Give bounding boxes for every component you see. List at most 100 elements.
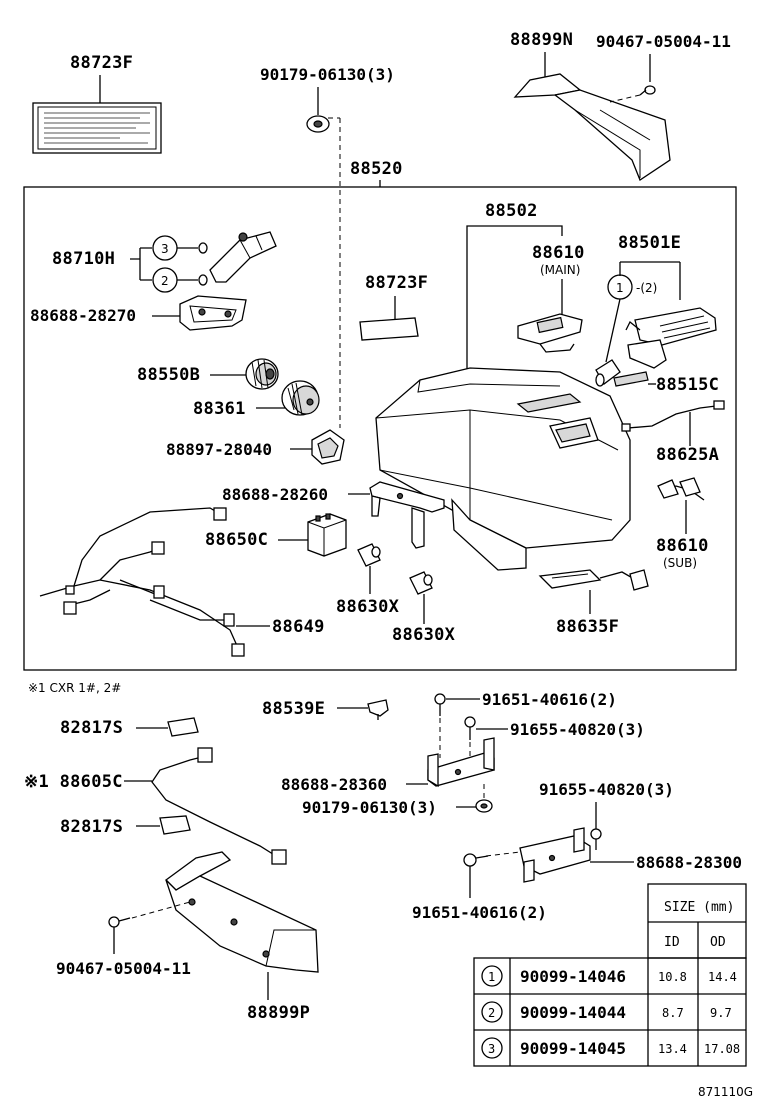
bracket-88635F (538, 569, 649, 591)
table-row-part: 90099-14046 (520, 967, 626, 986)
nut-90179-top (306, 115, 330, 133)
callout-3-88710H: 3 (152, 235, 178, 261)
label-88630X-2: 88630X (392, 625, 456, 645)
table-row-id: 8.7 (662, 1006, 684, 1020)
caution-label-sticker (32, 102, 162, 154)
label-88361: 88361 (193, 399, 246, 419)
wire-harness-88649 (39, 507, 245, 657)
label-91651-a: 91651-40616(2) (482, 690, 617, 709)
relay-88650C (307, 513, 347, 557)
label-90467-bottom: 90467-05004-11 (56, 959, 191, 978)
callout-2-88710H: 2 (152, 267, 178, 293)
callout-1-88501E: 1 (607, 274, 633, 300)
screw-90467-top (639, 85, 656, 96)
label-88515C: 88515C (656, 375, 719, 395)
label-88688-28300: 88688-28300 (636, 853, 742, 872)
assembly-88520-frame (23, 186, 737, 671)
bolt-91651-b (463, 853, 489, 867)
wire-88625A (621, 400, 725, 432)
label-88539E: 88539E (262, 699, 325, 719)
label-88625A: 88625A (656, 445, 719, 465)
label-88501E: 88501E (618, 233, 681, 253)
label-88610-sub: 88610 (656, 536, 709, 556)
table-row: 1 90099-14046 10.8 14.4 (481, 965, 737, 987)
table-row-od: 14.4 (708, 970, 737, 984)
label-88723F-top: 88723F (70, 53, 133, 73)
label-88688-28360: 88688-28360 (281, 775, 387, 794)
label-88723F-mid: 88723F (365, 273, 428, 293)
cover-88899N (513, 73, 671, 181)
table-row-od: 17.08 (704, 1042, 740, 1056)
leader-88502 (466, 225, 563, 371)
note-cxr: ※1 CXR 1#, 2# (28, 681, 121, 695)
label-88501E-qty: -(2) (636, 281, 657, 295)
label-88899N: 88899N (510, 30, 573, 50)
label-91651-b: 91651-40616(2) (412, 903, 547, 922)
bracket-88688-28260 (369, 481, 445, 549)
label-82817S-b: 82817S (60, 817, 123, 837)
label-88630X-1: 88630X (336, 597, 400, 617)
svg-text:1: 1 (616, 281, 624, 295)
label-88605C: ※1 88605C (24, 772, 123, 792)
bracket-88688-28360 (427, 737, 495, 788)
label-88610-main: 88610 (532, 243, 585, 263)
bracket-88501E (625, 307, 717, 369)
switch-88610-main (517, 313, 583, 353)
label-88520: 88520 (350, 159, 403, 179)
tape-82817S-a (167, 717, 199, 737)
table-row: 3 90099-14045 13.4 17.08 (481, 1037, 740, 1059)
label-88710H: 88710H (52, 249, 115, 269)
label-sticker-88723F-mid (359, 317, 419, 341)
connector-88630X-1 (357, 543, 381, 567)
blower-motor-88361 (281, 380, 320, 416)
label-82817S-a: 82817S (60, 718, 123, 738)
bolt-91655-b (590, 828, 602, 850)
table-row-key: 3 (488, 1042, 495, 1056)
table-row-part: 90099-14044 (520, 1003, 626, 1022)
bolt-91651-a (434, 693, 446, 716)
connector-88630X-2 (409, 571, 433, 595)
table-od-header: OD (710, 935, 726, 950)
label-90467-top: 90467-05004-11 (596, 32, 731, 51)
label-91655-b: 91655-40820(3) (539, 780, 674, 799)
clip-88539E (367, 699, 389, 720)
svg-text:2: 2 (161, 274, 169, 288)
label-88550B: 88550B (137, 365, 200, 385)
table-row-od: 9.7 (710, 1006, 732, 1020)
hose-88710H (198, 231, 277, 286)
table-row-part: 90099-14045 (520, 1039, 626, 1058)
bolt-91655-a (464, 716, 476, 740)
label-90179-bottom: 90179-06130(3) (302, 798, 437, 817)
nut-90179-bottom (475, 799, 493, 813)
label-88688-28260: 88688-28260 (222, 485, 328, 504)
table-row-key: 2 (488, 1006, 495, 1020)
cover-88899P (165, 851, 319, 973)
lock-cylinder-88550B (245, 358, 279, 390)
size-table: SIZE (mm) ID OD 1 90099-14046 10.8 14.4 … (473, 883, 747, 1067)
table-row-key: 1 (488, 970, 495, 984)
label-88635F: 88635F (556, 617, 619, 637)
table-row-id: 10.8 (658, 970, 687, 984)
connector-88515C (595, 359, 649, 387)
table-row-id: 13.4 (658, 1042, 687, 1056)
duct-88897-28040 (311, 429, 345, 465)
table-id-header: ID (664, 935, 680, 950)
label-88897-28040: 88897-28040 (166, 440, 272, 459)
table-row: 2 90099-14044 8.7 9.7 (481, 1001, 732, 1023)
bracket-88688-28300 (519, 827, 591, 883)
screw-90467-bottom (108, 916, 131, 928)
switch-88610-sub (657, 477, 705, 501)
label-88610-sub-sub: (SUB) (663, 556, 697, 570)
label-88688-28270: 88688-28270 (30, 306, 136, 325)
svg-text:3: 3 (161, 242, 169, 256)
label-90179-top: 90179-06130(3) (260, 65, 395, 84)
label-88650C: 88650C (205, 530, 268, 550)
label-88502: 88502 (485, 201, 538, 221)
label-88649: 88649 (272, 617, 325, 637)
bracket-88688-28270 (179, 295, 247, 331)
table-size-header: SIZE (mm) (664, 900, 734, 915)
diagram-code: 871110G (698, 1085, 753, 1099)
label-88899P: 88899P (247, 1003, 310, 1023)
wire-88605C (151, 747, 287, 865)
